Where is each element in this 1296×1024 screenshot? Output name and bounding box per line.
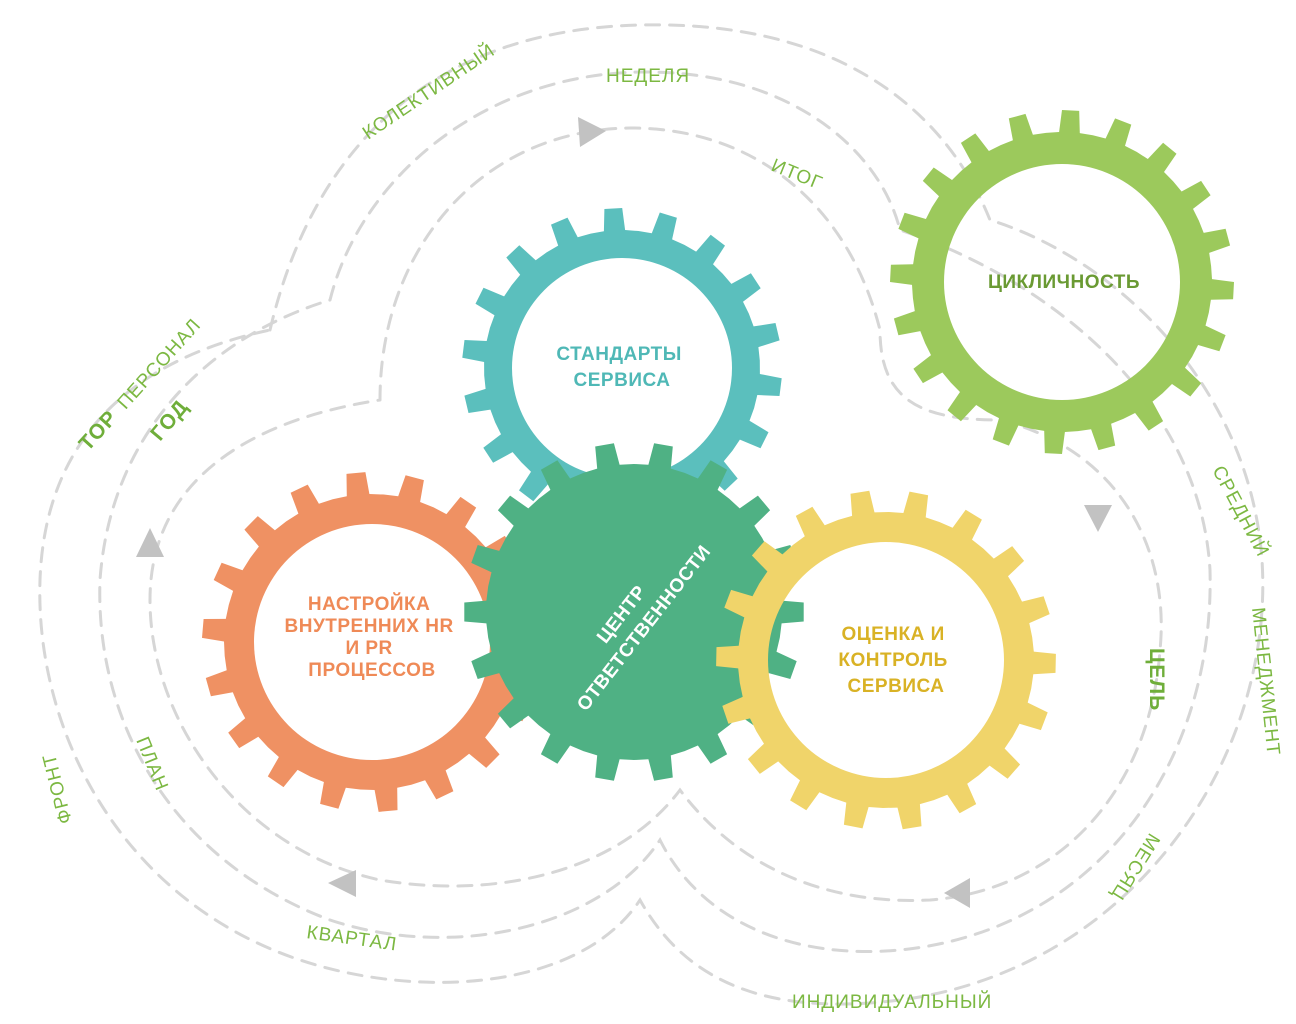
dashed-tracks	[38, 23, 1265, 1006]
label-itog: ИТОГ	[768, 155, 825, 195]
arrow-left	[136, 528, 164, 557]
label-front: ФРОНТ	[39, 751, 77, 826]
label-menedzhment: МЕНЕДЖМЕНТ	[1247, 606, 1283, 757]
label-top-prefix: ТОР	[75, 406, 123, 455]
cycle-gear: ЦИКЛИЧНОСТЬ	[890, 110, 1234, 454]
center-gear: ЦЕНТР ОТВЕТСТВЕННОСТИ	[464, 443, 804, 781]
standards-gear: СТАНДАРТЫ СЕРВИСА	[462, 208, 782, 528]
arrow-bottom-right	[944, 878, 970, 908]
hr-pr-gear: НАСТРОЙКА ВНУТРЕННИХ HR И PR ПРОЦЕССОВ	[202, 472, 542, 812]
label-sredny: СРЕДНИЙ	[1208, 462, 1274, 561]
label-god: ГОД	[146, 395, 193, 445]
hr-pr-gear-shape	[202, 472, 542, 812]
label-cel: ЦЕЛЬ	[1145, 648, 1168, 711]
arrow-bottom-left	[328, 870, 356, 897]
standards-gear-shape	[462, 208, 782, 528]
outer-track	[38, 23, 1265, 1006]
label-mesyats: МЕСЯЦ	[1106, 829, 1164, 904]
label-individualny: ИНДИВИДУАЛЬНЫЙ	[792, 991, 992, 1013]
cycle-gear-label: ЦИКЛИЧНОСТЬ	[988, 272, 1140, 293]
direction-arrows	[136, 117, 1112, 908]
label-nedelya: НЕДЕЛЯ	[606, 66, 690, 87]
label-kolektivny: КОЛЕКТИВНЫЙ	[358, 39, 499, 144]
arrow-top	[578, 117, 606, 147]
arrow-right	[1084, 505, 1112, 532]
label-plan: ПЛАН	[131, 734, 172, 794]
hr-pr-gear-label: НАСТРОЙКА ВНУТРЕННИХ HR И PR ПРОЦЕССОВ	[285, 593, 460, 681]
label-personal: ПЕРСОНАЛ	[114, 315, 206, 414]
service-control-gear-label: ОЦЕНКА И КОНТРОЛЬ СЕРВИСА	[838, 624, 953, 697]
cycle-gear-shape	[890, 110, 1234, 454]
inner-track	[148, 126, 1163, 902]
center-gear-shape	[464, 443, 804, 781]
service-control-gear: ОЦЕНКА И КОНТРОЛЬ СЕРВИСА	[716, 490, 1056, 830]
middle-track	[98, 70, 1212, 953]
standards-gear-label: СТАНДАРТЫ СЕРВИСА	[556, 344, 687, 391]
service-control-gear-shape	[716, 490, 1056, 830]
